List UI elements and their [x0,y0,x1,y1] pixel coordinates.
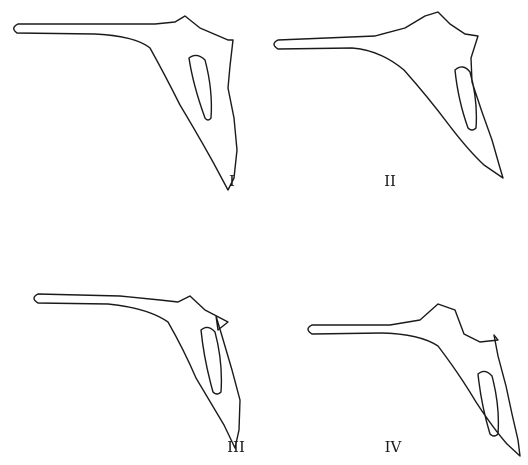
panel-i: I [14,16,237,190]
panel-iv-label: IV [385,438,403,456]
panel-i-label: I [229,172,235,190]
panel-ii-inner-ridge [455,67,476,130]
panel-iii-inner-ridge [201,327,221,394]
panel-iv-inner-ridge [478,371,498,436]
panel-ii: II [274,12,503,190]
panel-iv-outline [308,304,520,456]
panel-i-outline [14,16,237,190]
panel-iii-label: III [227,438,245,456]
panel-iv: IV [308,304,520,456]
panel-iii-outline [34,294,240,448]
panel-i-inner-ridge [189,55,211,120]
panel-iii: III [34,294,245,456]
panel-ii-label: II [384,172,396,190]
panel-ii-outline [274,12,503,178]
